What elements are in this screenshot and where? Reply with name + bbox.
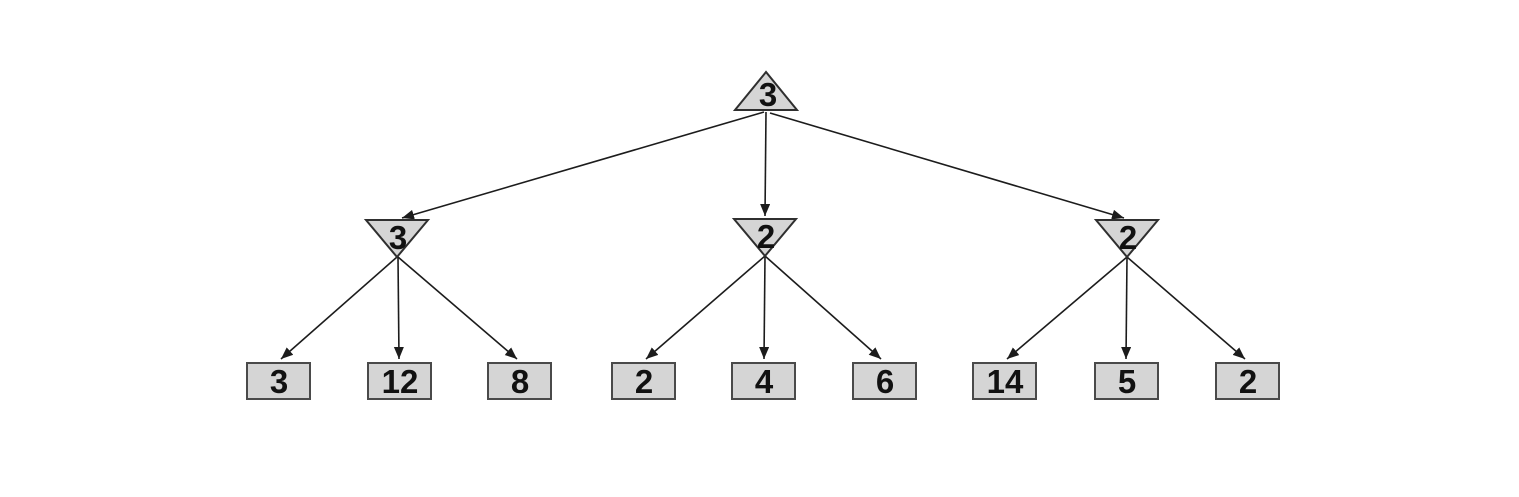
leaf-label: 6 (876, 363, 894, 400)
leaf-box (1094, 362, 1159, 400)
min-node-2: 2 (731, 218, 799, 258)
min3-edges (1006, 256, 1246, 360)
edge-min3-to-leaf9 (1126, 256, 1246, 360)
edge-min2-to-leaf4 (645, 255, 766, 360)
min2-edges (645, 255, 882, 360)
min-node-3-label: 2 (1119, 219, 1137, 256)
min1-edges (280, 256, 518, 360)
min-node-2-label: 2 (757, 218, 775, 255)
leaf-node-7: 14 (972, 362, 1037, 400)
edge-min2-to-leaf5 (759, 255, 770, 360)
root-edges (401, 111, 1125, 220)
leaf-node-8: 5 (1094, 362, 1159, 400)
triangle-down-icon (731, 218, 799, 258)
leaf-label: 3 (270, 363, 288, 400)
leaf-label: 12 (382, 363, 419, 400)
edge-min1-to-leaf3 (397, 256, 518, 360)
min-node-1-label: 3 (389, 219, 407, 256)
leaf-label: 2 (635, 363, 653, 400)
leaf-box (246, 362, 311, 400)
triangle-up-icon (732, 70, 800, 111)
leaf-box (487, 362, 552, 400)
edge-root-to-min2 (760, 111, 771, 217)
leaf-box (731, 362, 796, 400)
edge-min2-to-leaf6 (764, 255, 882, 360)
edge-min3-to-leaf8 (1121, 256, 1132, 360)
leaf-box (611, 362, 676, 400)
leaf-node-2: 12 (367, 362, 432, 400)
leaf-label: 5 (1118, 363, 1136, 400)
leaf-label: 8 (511, 363, 529, 400)
leaf-node-4: 2 (611, 362, 676, 400)
leaf-label: 14 (987, 363, 1024, 400)
edge-min3-to-leaf7 (1006, 256, 1128, 360)
root-node-label: 3 (759, 76, 777, 113)
leaf-box (972, 362, 1037, 400)
root-max-node: 3 (732, 70, 800, 113)
edge-root-to-min1 (401, 111, 765, 220)
leaf-node-1: 3 (246, 362, 311, 400)
leaf-box (1215, 362, 1280, 400)
min-node-3: 2 (1093, 219, 1161, 259)
leaf-box (367, 362, 432, 400)
leaf-node-6: 6 (852, 362, 917, 400)
triangle-down-icon (1093, 219, 1161, 259)
leaf-label: 2 (1239, 363, 1257, 400)
leaf-label: 4 (755, 363, 774, 400)
leaf-box (852, 362, 917, 400)
edge-min1-to-leaf1 (280, 256, 398, 360)
leaf-node-9: 2 (1215, 362, 1280, 400)
edge-root-to-min3 (769, 112, 1125, 220)
triangle-down-icon (363, 219, 431, 259)
leaf-node-3: 8 (487, 362, 552, 400)
min-node-1: 3 (363, 219, 431, 259)
leaf-node-5: 4 (731, 362, 796, 400)
edge-min1-to-leaf2 (393, 256, 404, 360)
